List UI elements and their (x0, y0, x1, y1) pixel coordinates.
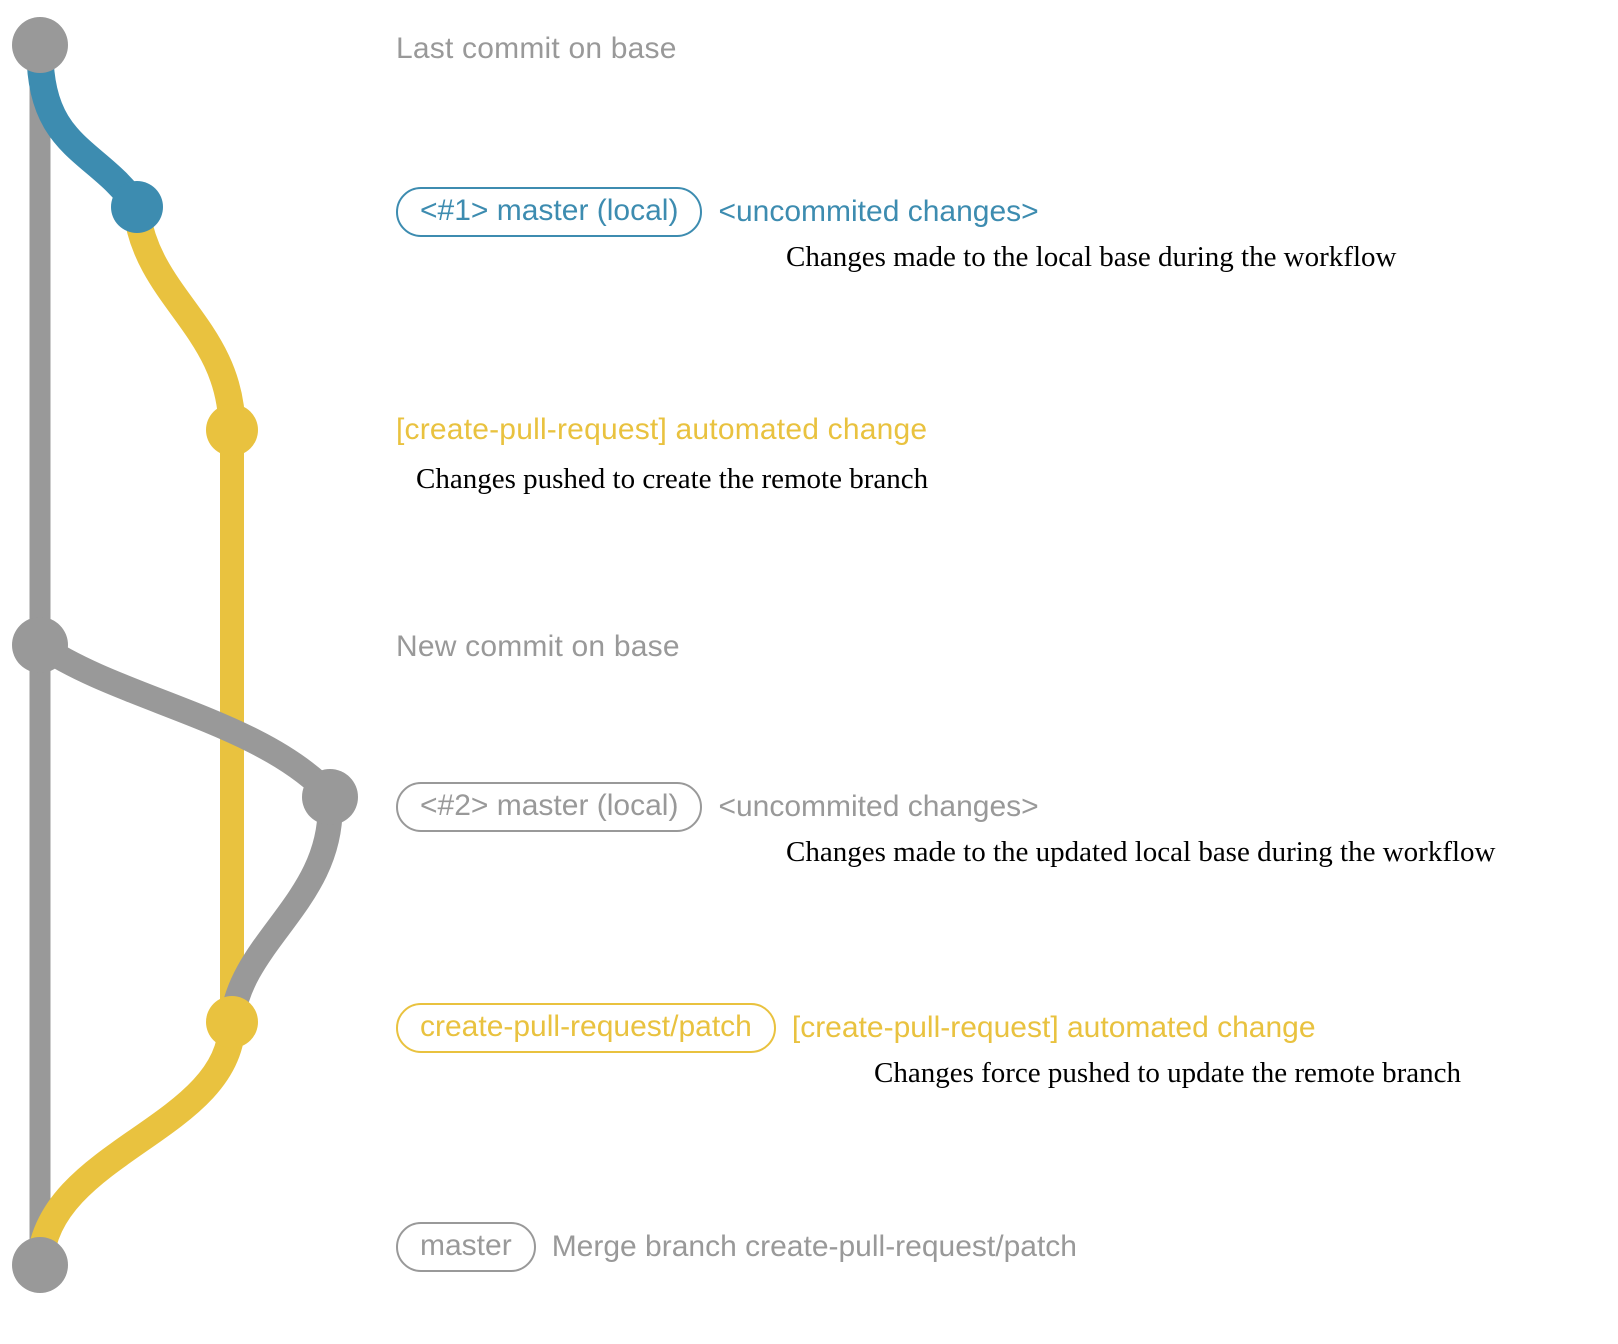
branch-badge-create-pull-request-patch[interactable]: create-pull-request/patch (396, 1003, 776, 1053)
commit-node-merge[interactable] (12, 1237, 68, 1293)
commit-row-new-commit-on-base: New commit on base (396, 630, 680, 664)
commit-message: <uncommited changes> (718, 195, 1039, 228)
commit-message: <uncommited changes> (718, 790, 1039, 823)
branch-badge-label: <#1> master (local) (420, 194, 679, 227)
commit-node-automated-change-1[interactable] (206, 404, 258, 456)
commit-row-master-local-2: <#2> master (local) <uncommited changes> (396, 782, 1039, 832)
branch-badge-master-local-2[interactable]: <#2> master (local) (396, 782, 703, 832)
commit-description-automated-change-2: Changes force pushed to update the remot… (874, 1057, 1462, 1089)
branch-badge-master[interactable]: master (396, 1222, 536, 1272)
branch-line-patch-upper (123, 200, 246, 444)
commit-row-automated-change-1: [create-pull-request] automated change (396, 413, 927, 447)
commit-description-automated-change-1: Changes pushed to create the remote bran… (416, 463, 929, 495)
commit-message: [create-pull-request] automated change (396, 413, 928, 446)
branch-line-patch-merge (26, 1008, 246, 1279)
commit-node-last-commit-on-base[interactable] (12, 17, 68, 73)
commit-row-master-local-1: <#1> master (local) <uncommited changes> (396, 187, 1039, 237)
branch-badge-label: <#2> master (local) (420, 789, 679, 822)
commit-message: [create-pull-request] automated change (791, 1011, 1316, 1044)
branch-line-local-master-2-down (219, 787, 343, 1035)
branch-line-local-master-1 (26, 38, 151, 221)
commit-message: Last commit on base (396, 32, 677, 65)
commit-row-merge: master Merge branch create-pull-request/… (396, 1222, 1077, 1272)
commit-row-automated-change-2: create-pull-request/patch [create-pull-r… (396, 1003, 1316, 1053)
branch-badge-master-local-1[interactable]: <#1> master (local) (396, 187, 703, 237)
branch-line-local-master-2 (27, 632, 343, 808)
commit-node-master-local-2[interactable] (302, 769, 358, 825)
branch-badge-label: create-pull-request/patch (420, 1010, 752, 1043)
commit-message: Merge branch create-pull-request/patch (551, 1230, 1077, 1263)
commit-node-automated-change-2[interactable] (206, 996, 258, 1048)
commit-description-master-local-1: Changes made to the local base during th… (786, 241, 1397, 273)
commit-row-last-commit-on-base: Last commit on base (396, 32, 677, 66)
commit-description-master-local-2: Changes made to the updated local base d… (786, 836, 1496, 868)
commit-node-new-commit-on-base[interactable] (12, 617, 68, 673)
git-graph (12, 17, 358, 1293)
commit-node-master-local-1[interactable] (111, 181, 163, 233)
branch-badge-label: master (420, 1229, 512, 1262)
commit-message: New commit on base (396, 630, 680, 663)
